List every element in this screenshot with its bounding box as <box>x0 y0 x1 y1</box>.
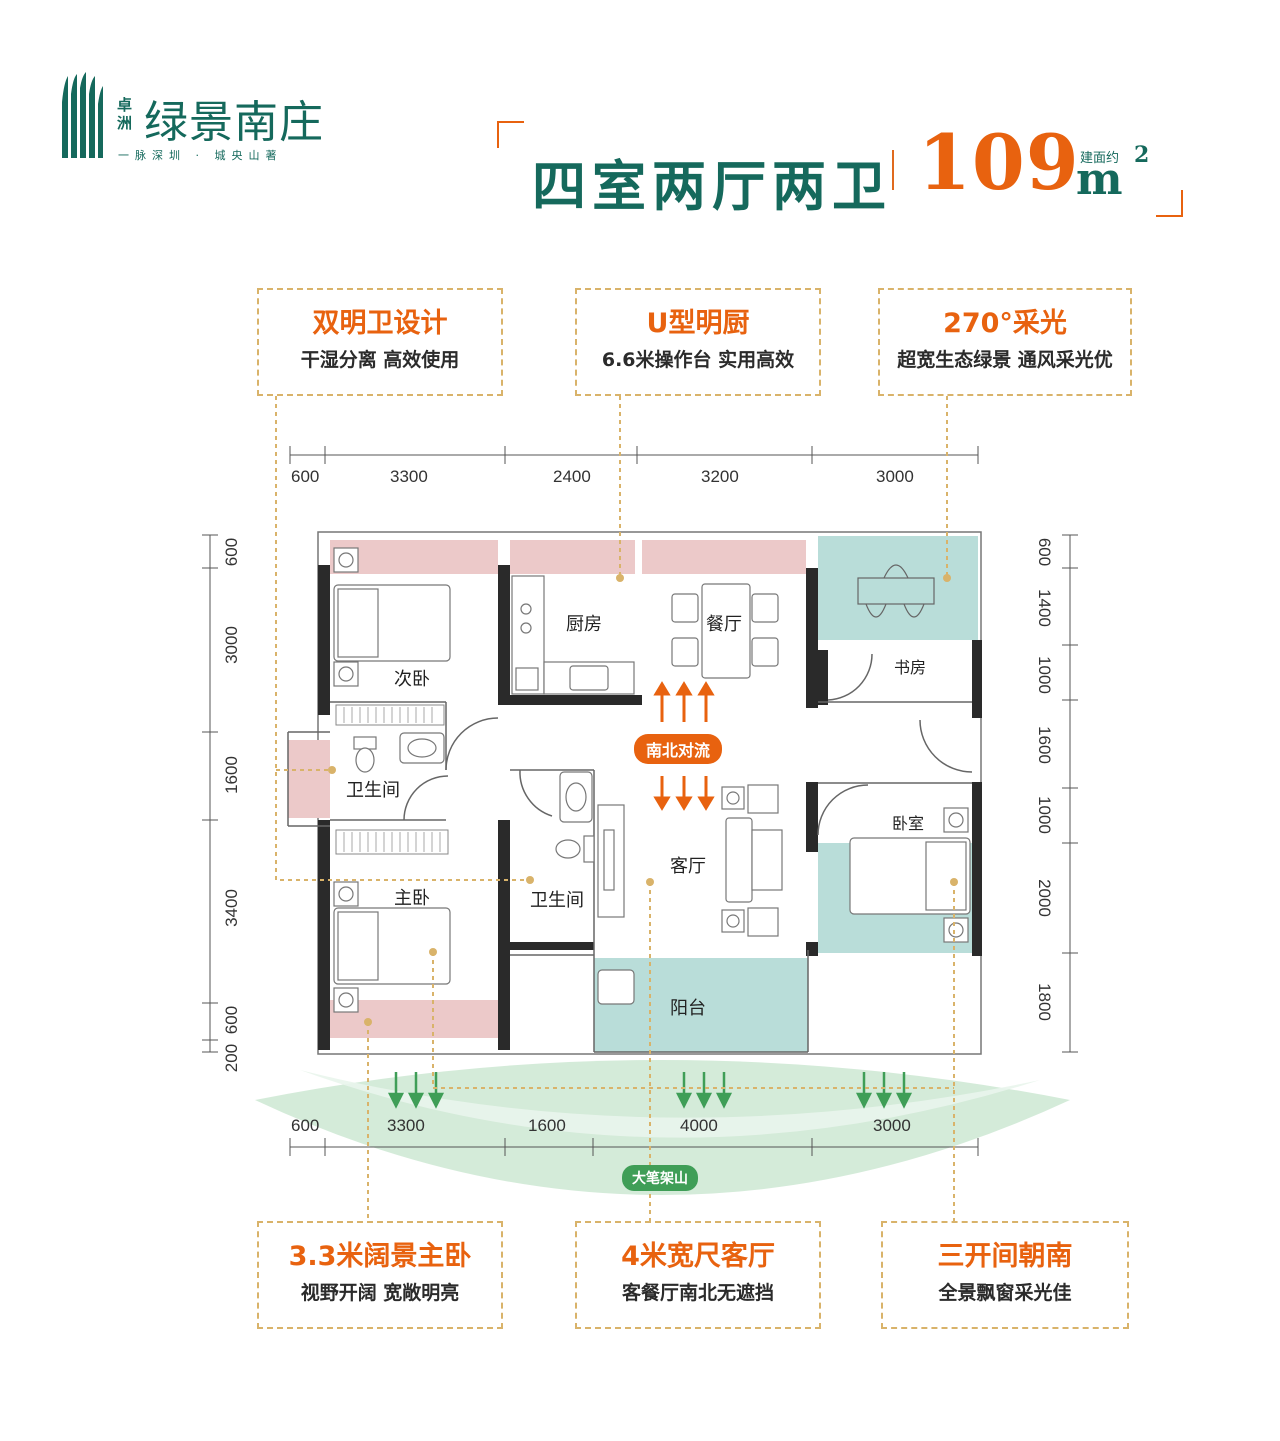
mountain-badge: 大笔架山 <box>622 1165 698 1191</box>
dim-top-label: 600 <box>291 467 320 486</box>
dim-top-label: 3300 <box>390 467 428 486</box>
title-frame <box>497 121 1183 217</box>
room-label-bathroom-2: 卫生间 <box>530 890 584 911</box>
logo-mark-icon <box>62 72 103 158</box>
dim-right-label: 1000 <box>1035 796 1054 834</box>
room-label-master-bedroom: 主卧 <box>394 888 430 909</box>
dim-left-label: 3400 <box>222 889 241 927</box>
dim-top-label: 2400 <box>553 467 591 486</box>
dim-bottom-label: 1600 <box>528 1116 566 1135</box>
dim-top-label: 3200 <box>701 467 739 486</box>
ventilation-badge: 南北对流 <box>634 734 723 764</box>
logo-small-text: 卓洲 <box>117 96 133 132</box>
feature-sub: 干湿分离 高效使用 <box>300 349 460 371</box>
feature-heading: 双明卫设计 <box>312 308 448 339</box>
room-label-dining: 餐厅 <box>706 614 742 635</box>
room-label-kitchen: 厨房 <box>566 614 602 635</box>
feature-heading: 270°采光 <box>943 308 1067 339</box>
layout-title: 四室两厅两卫 <box>532 154 892 218</box>
dim-right-label: 1600 <box>1035 726 1054 764</box>
feature-kitchen: U型明厨 6.6米操作台 实用高效 <box>575 288 821 396</box>
feature-south-facing: 三开间朝南 全景飘窗采光佳 <box>881 1221 1129 1329</box>
logo-name: 绿景南庄 <box>144 97 324 148</box>
feature-sub: 超宽生态绿景 通风采光优 <box>897 349 1113 371</box>
dim-right-label: 1800 <box>1035 983 1054 1021</box>
feature-master-bedroom: 3.3米阔景主卧 视野开阔 宽敞明亮 <box>257 1221 503 1329</box>
feature-living-room: 4米宽尺客厅 客餐厅南北无遮挡 <box>575 1221 821 1329</box>
title-separator <box>892 150 894 190</box>
logo-tagline: 一脉深圳 · 城央山著 <box>118 149 283 162</box>
dim-line-bottom <box>289 1138 979 1156</box>
dim-left-label: 3000 <box>222 626 241 664</box>
feature-sub: 客餐厅南北无遮挡 <box>621 1282 774 1304</box>
feature-heading: 三开间朝南 <box>937 1241 1073 1272</box>
feature-sub: 全景飘窗采光佳 <box>938 1282 1072 1304</box>
area-number: 109 <box>918 118 1080 207</box>
feature-sub: 视野开阔 宽敞明亮 <box>300 1282 460 1304</box>
feature-sub: 6.6米操作台 实用高效 <box>601 349 795 371</box>
area-unit-superscript: 2 <box>1134 142 1150 168</box>
dim-line-right <box>1062 534 1078 1053</box>
dim-line-top <box>289 446 979 464</box>
dim-left-label: 1600 <box>222 756 241 794</box>
feature-heading: U型明厨 <box>646 308 750 339</box>
room-label-bathroom-1: 卫生间 <box>346 780 400 801</box>
feature-heading: 3.3米阔景主卧 <box>288 1241 472 1272</box>
dim-left-label: 200 <box>222 1043 241 1073</box>
dim-left-label: 600 <box>222 537 241 567</box>
feature-double-bath: 双明卫设计 干湿分离 高效使用 <box>257 288 503 396</box>
dim-right-label: 1000 <box>1035 656 1054 694</box>
area-unit: m <box>1076 154 1123 205</box>
dim-top-label: 3000 <box>876 467 914 486</box>
room-label-study: 书房 <box>894 658 927 677</box>
dim-bottom-label: 600 <box>291 1116 320 1135</box>
dim-bottom-label: 4000 <box>680 1116 718 1135</box>
dim-bottom-label: 3300 <box>387 1116 425 1135</box>
room-label-second-bedroom: 次卧 <box>394 669 430 690</box>
feature-lighting: 270°采光 超宽生态绿景 通风采光优 <box>878 288 1132 396</box>
dim-line-left <box>202 534 218 1053</box>
room-label-bedroom: 卧室 <box>892 814 925 833</box>
dim-bottom-label: 3000 <box>873 1116 911 1135</box>
area-prefix: 建面约 <box>1080 151 1120 166</box>
dim-right-label: 2000 <box>1035 879 1054 917</box>
dim-right-label: 600 <box>1035 537 1054 567</box>
room-label-living: 客厅 <box>670 856 706 877</box>
dim-right-label: 1400 <box>1035 589 1054 627</box>
feature-heading: 4米宽尺客厅 <box>621 1241 775 1272</box>
room-label-balcony: 阳台 <box>670 998 706 1019</box>
